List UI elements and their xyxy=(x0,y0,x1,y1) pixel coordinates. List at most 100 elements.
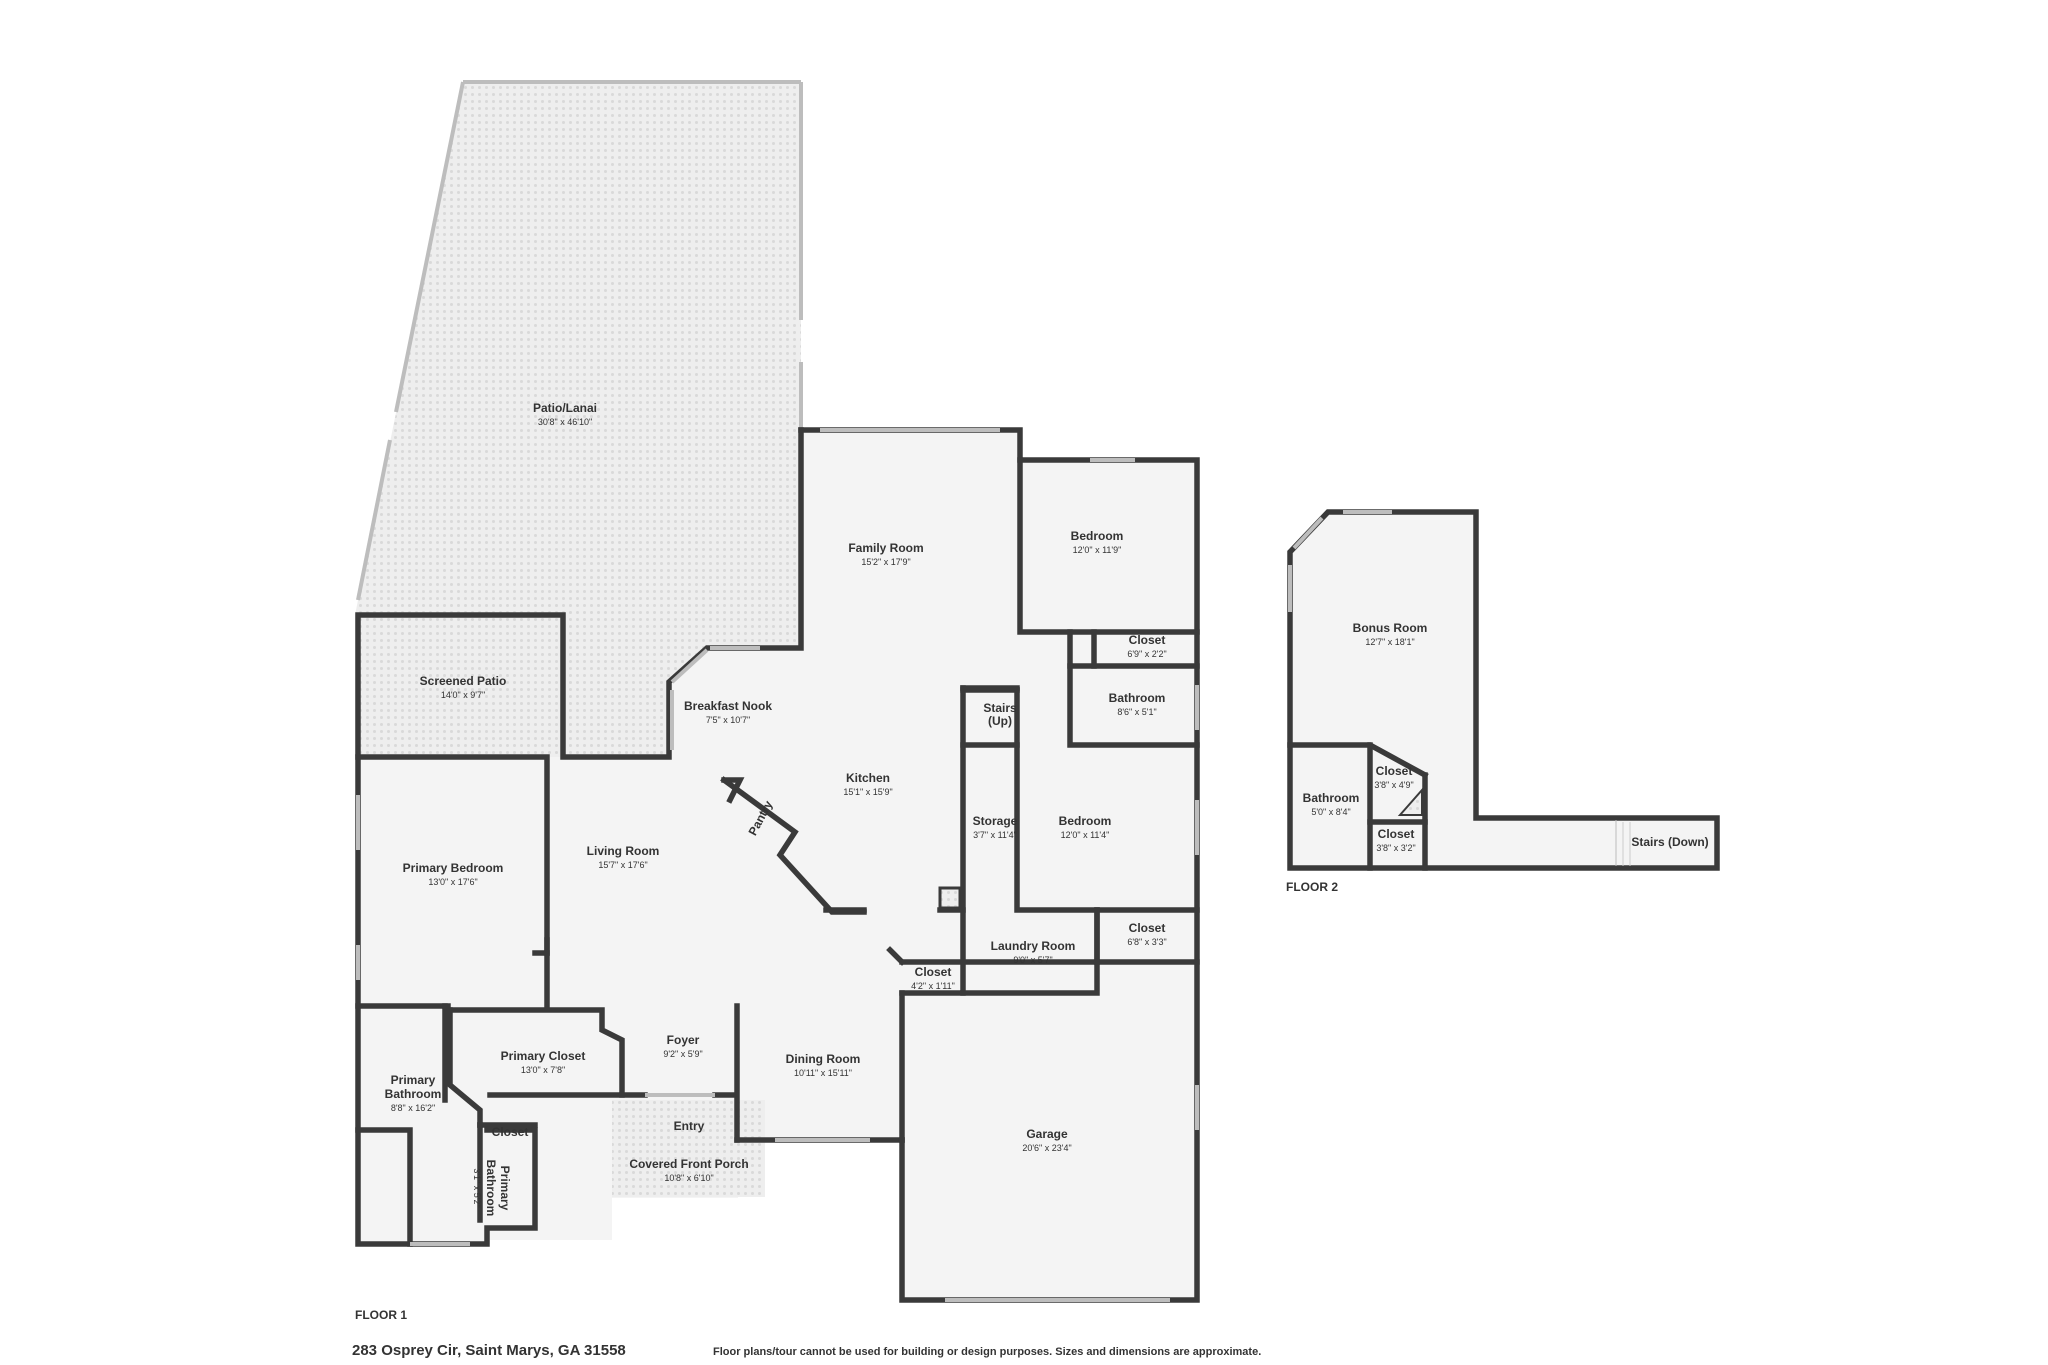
floor-2-area xyxy=(1290,512,1717,868)
room-name: Foyer xyxy=(667,1033,700,1047)
room-dimensions: 9'2" x 5'9" xyxy=(663,1049,702,1059)
room-name: Primary xyxy=(498,1166,512,1211)
room-label: Primary Bedroom 13'0" x 17'6" xyxy=(403,861,504,887)
patio-lanai-area xyxy=(355,82,801,756)
room-dimensions: 3'7" x 11'4" xyxy=(973,830,1017,840)
room-label: Kitchen 15'1" x 15'9" xyxy=(843,771,892,797)
room-name: Primary Bedroom xyxy=(403,861,504,875)
room-dimensions: 15'2" x 17'9" xyxy=(861,557,910,567)
room-name: Closet xyxy=(1378,827,1415,841)
room-name: Primary xyxy=(391,1073,436,1087)
room-label: Closet xyxy=(492,1125,529,1139)
room-dimensions: 15'7" x 17'6" xyxy=(598,860,647,870)
room-label: Screened Patio 14'0" x 9'7" xyxy=(420,674,507,700)
room-dimensions: 13'0" x 17'6" xyxy=(428,877,477,887)
room-name: Entry xyxy=(674,1119,705,1133)
floor-1-label: FLOOR 1 xyxy=(355,1308,408,1322)
room-name: Living Room xyxy=(587,844,660,858)
main-floor-area xyxy=(358,430,1197,1300)
room-dimensions: 6'8" x 3'3" xyxy=(1127,937,1166,947)
room-name: Closet xyxy=(1129,633,1166,647)
room-label: Stairs(Up) xyxy=(983,701,1017,728)
room-label: Laundry Room 9'0" x 5'7" xyxy=(991,939,1076,965)
room-dimensions: 12'0" x 11'4" xyxy=(1061,830,1110,840)
room-name: Bonus Room xyxy=(1353,621,1428,635)
room-name: Kitchen xyxy=(846,771,890,785)
room-label: Stairs (Down) xyxy=(1631,835,1708,849)
room-label: Closet 6'8" x 3'3" xyxy=(1127,921,1166,947)
room-name: Bathroom xyxy=(1303,791,1360,805)
room-name: Bathroom xyxy=(484,1160,498,1217)
room-dimensions: 7'5" x 10'7" xyxy=(706,715,750,725)
room-label: Primary Closet 13'0" x 7'8" xyxy=(501,1049,586,1075)
room-dimensions: 6'9" x 2'2" xyxy=(1127,649,1166,659)
room-dimensions: 20'6" x 23'4" xyxy=(1022,1143,1071,1153)
room-name: Breakfast Nook xyxy=(684,699,772,713)
room-dimensions: 12'0" x 11'9" xyxy=(1073,545,1122,555)
room-dimensions: 15'1" x 15'9" xyxy=(843,787,892,797)
room-label: Bonus Room 12'7" x 18'1" xyxy=(1353,621,1428,647)
room-dimensions: 14'0" x 9'7" xyxy=(441,690,485,700)
floor-2-label: FLOOR 2 xyxy=(1286,880,1339,894)
room-name: Closet xyxy=(1376,764,1413,778)
room-label: Closet 4'2" x 1'11" xyxy=(911,965,955,991)
room-dimensions: 3'8" x 3'2" xyxy=(1376,843,1415,853)
room-label: Closet 3'8" x 4'9" xyxy=(1374,764,1413,790)
room-dimensions: 13'0" x 7'8" xyxy=(521,1065,565,1075)
room-name: Closet xyxy=(492,1125,529,1139)
room-dimensions: (Up) xyxy=(988,714,1012,728)
room-label: Garage 20'6" x 23'4" xyxy=(1022,1127,1071,1153)
room-name: Bedroom xyxy=(1059,814,1112,828)
room-name: Stairs xyxy=(983,701,1017,715)
room-label: Bedroom 12'0" x 11'4" xyxy=(1059,814,1112,840)
floor-2-plan xyxy=(1287,509,1720,871)
room-name: Bedroom xyxy=(1071,529,1124,543)
room-label: Bathroom 8'6" x 5'1" xyxy=(1109,691,1166,717)
room-name: Laundry Room xyxy=(991,939,1076,953)
room-label: Closet 3'8" x 3'2" xyxy=(1376,827,1415,853)
room-label: Patio/Lanai 30'8" x 46'10" xyxy=(533,401,597,427)
room-dimensions: 5'0" x 8'4" xyxy=(1311,807,1350,817)
room-label: Covered Front Porch 10'8" x 6'10" xyxy=(629,1157,748,1183)
room-name: Bathroom xyxy=(1109,691,1166,705)
room-name: Family Room xyxy=(848,541,923,555)
stairs-down-treads xyxy=(1622,822,1631,866)
disclaimer-text: Floor plans/tour cannot be used for buil… xyxy=(713,1346,1262,1358)
room-name: Closet xyxy=(915,965,952,979)
screened-patio-area xyxy=(358,615,563,757)
room-dimensions: 30'8" x 46'10" xyxy=(538,417,592,427)
room-dimensions: 8'6" x 5'1" xyxy=(1117,707,1156,717)
room-label: Closet 6'9" x 2'2" xyxy=(1127,633,1166,659)
room-name: Primary Closet xyxy=(501,1049,586,1063)
room-dimensions: 10'11" x 15'11" xyxy=(794,1068,852,1078)
room-label: Breakfast Nook 7'5" x 10'7" xyxy=(684,699,772,725)
room-name: Covered Front Porch xyxy=(629,1157,748,1171)
room-dimensions: 9'0" x 5'7" xyxy=(1013,955,1052,965)
room-label: Entry xyxy=(674,1119,705,1133)
room-label: Foyer 9'2" x 5'9" xyxy=(663,1033,702,1059)
room-name: Patio/Lanai xyxy=(533,401,597,415)
room-dimensions: 10'8" x 6'10" xyxy=(664,1173,713,1183)
room-label: Storage 3'7" x 11'4" xyxy=(973,814,1018,840)
room-name: Storage xyxy=(973,814,1018,828)
room-label: Family Room 15'2" x 17'9" xyxy=(848,541,923,567)
room-dimensions: 8'8" x 16'2" xyxy=(391,1103,435,1113)
room-name: Bathroom xyxy=(385,1087,442,1101)
property-address: 283 Osprey Cir, Saint Marys, GA 31558 xyxy=(352,1342,626,1359)
room-dimensions: 3'8" x 4'9" xyxy=(1374,780,1413,790)
room-dimensions: 3'1" x 5'2" xyxy=(472,1168,482,1207)
room-dimensions: 4'2" x 1'11" xyxy=(911,981,955,991)
room-name: Dining Room xyxy=(786,1052,861,1066)
room-name: Closet xyxy=(1129,921,1166,935)
room-dimensions: 12'7" x 18'1" xyxy=(1365,637,1414,647)
room-name: Garage xyxy=(1026,1127,1068,1141)
room-label: Bedroom 12'0" x 11'9" xyxy=(1071,529,1124,555)
room-label: Bathroom 5'0" x 8'4" xyxy=(1303,791,1360,817)
room-name: Screened Patio xyxy=(420,674,507,688)
room-label: Dining Room 10'11" x 15'11" xyxy=(786,1052,861,1078)
floor-1-plan xyxy=(355,80,1200,1303)
room-label: Living Room 15'7" x 17'6" xyxy=(587,844,660,870)
